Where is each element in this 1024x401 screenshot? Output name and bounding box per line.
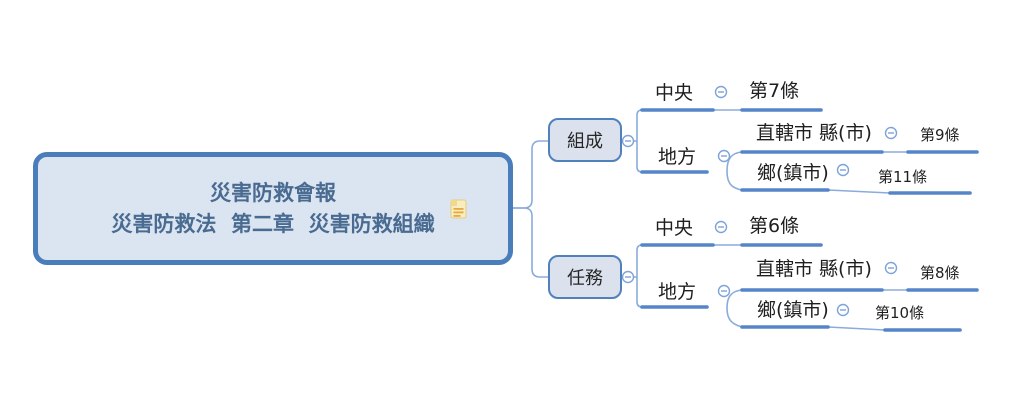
leaf-article-9[interactable]: 第9條 xyxy=(920,126,960,144)
subtopic-local-2[interactable]: 地方 xyxy=(658,281,697,303)
subtopic-county-1[interactable]: 直轄市 縣(市) xyxy=(756,122,872,144)
leaf-article-10[interactable]: 第10條 xyxy=(875,304,925,322)
connector-root-to-composition xyxy=(510,140,549,209)
branch-node-mission[interactable]: 任務 xyxy=(548,255,622,299)
collapse-toggle-central-1[interactable] xyxy=(714,85,728,99)
connector-root-to-mission xyxy=(510,207,549,278)
collapse-toggle-county-1[interactable] xyxy=(884,126,898,140)
collapse-toggle-local-2[interactable] xyxy=(717,284,731,298)
subtopic-central-2[interactable]: 中央 xyxy=(655,217,694,239)
leaf-article-11[interactable]: 第11條 xyxy=(878,168,928,186)
root-topic-title-line2: 災害防救法 第二章 災害防救組織 xyxy=(111,211,435,236)
subtopic-local-1[interactable]: 地方 xyxy=(658,146,697,168)
connector-town2-to-art10 xyxy=(827,326,886,331)
branch-node-composition[interactable]: 組成 xyxy=(548,118,622,162)
leaf-article-8[interactable]: 第8條 xyxy=(920,264,960,282)
subtopic-county-2[interactable]: 直轄市 縣(市) xyxy=(756,258,872,280)
connector-local2-children-curve xyxy=(726,289,743,328)
collapse-toggle-central-2[interactable] xyxy=(714,220,728,234)
root-topic-node[interactable]: 災害防救會報 災害防救法 第二章 災害防救組織 xyxy=(33,152,513,265)
note-icon[interactable] xyxy=(450,199,467,219)
connector-town1-to-art11 xyxy=(827,189,891,194)
subtopic-central-1[interactable]: 中央 xyxy=(655,82,694,104)
connector-composition-children-bracket xyxy=(633,109,646,173)
collapse-toggle-local-1[interactable] xyxy=(717,149,731,163)
root-topic-title-line1: 災害防救會報 xyxy=(210,180,336,205)
subtopic-town-1[interactable]: 鄉(鎮市) xyxy=(757,162,829,184)
collapse-toggle-composition[interactable] xyxy=(621,134,635,148)
collapse-toggle-town-1[interactable] xyxy=(836,163,850,177)
collapse-toggle-mission[interactable] xyxy=(621,270,635,284)
collapse-toggle-county-2[interactable] xyxy=(884,261,898,275)
connector-mission-children-bracket xyxy=(633,244,646,308)
collapse-toggle-town-2[interactable] xyxy=(836,303,850,317)
leaf-article-7[interactable]: 第7條 xyxy=(749,80,800,102)
subtopic-town-2[interactable]: 鄉(鎮市) xyxy=(757,299,829,321)
connector-local1-children-curve xyxy=(726,151,743,191)
leaf-article-6[interactable]: 第6條 xyxy=(749,215,800,237)
